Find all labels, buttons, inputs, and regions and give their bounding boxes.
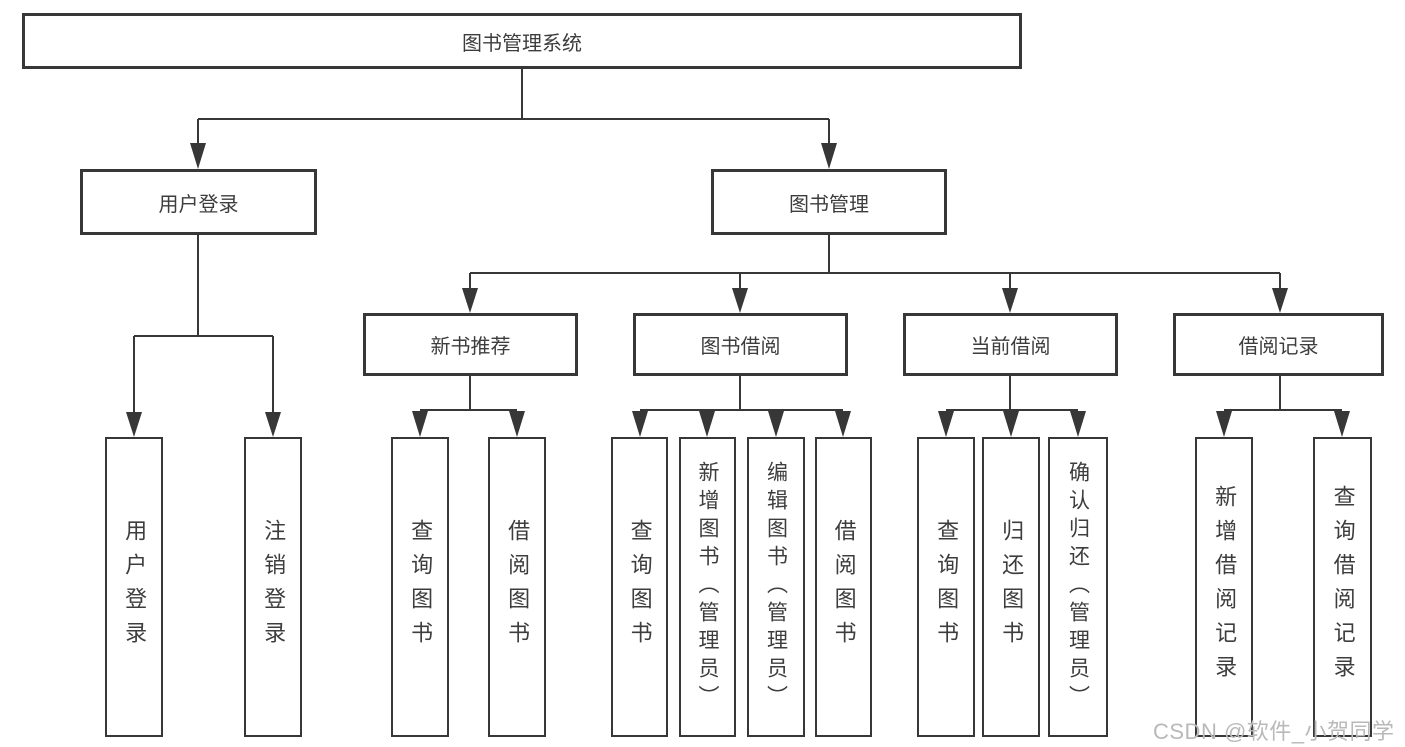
leaf-confirm-return-admin-label: 确认归还（管理员） — [1066, 461, 1090, 713]
node-current-borrowing: 当前借阅 — [903, 313, 1118, 376]
leaf-add-borrow-record-label: 新增借阅记录 — [1212, 485, 1238, 689]
leaf-edit-books-admin: 编辑图书（管理员） — [747, 437, 805, 737]
leaf-query-books-borrow: 查询图书 — [611, 437, 668, 737]
node-borrowing-records-label: 借阅记录 — [1238, 336, 1319, 358]
leaf-user-login: 用户登录 — [105, 437, 163, 737]
node-user-login-label: 用户登录 — [158, 193, 239, 216]
leaf-confirm-return-admin: 确认归还（管理员） — [1048, 437, 1108, 737]
node-new-book-recommendation-label: 新书推荐 — [430, 336, 511, 358]
node-new-book-recommendation: 新书推荐 — [363, 313, 578, 376]
leaf-query-borrow-record: 查询借阅记录 — [1313, 437, 1372, 737]
leaf-edit-books-admin-label: 编辑图书（管理员） — [764, 461, 788, 713]
node-book-borrowing-label: 图书借阅 — [700, 336, 781, 358]
leaf-user-login-label: 用户登录 — [122, 519, 148, 655]
node-user-login: 用户登录 — [80, 169, 317, 235]
leaf-query-books-recommend-label: 查询图书 — [408, 519, 434, 655]
node-book-management-label: 图书管理 — [789, 193, 869, 216]
leaf-borrow-books-recommend-label: 借阅图书 — [505, 519, 531, 655]
watermark: CSDN @软件_小贺同学 — [1153, 719, 1395, 744]
connector-paths — [133, 69, 1342, 412]
leaf-query-books-current-label: 查询图书 — [934, 519, 960, 655]
node-book-borrowing: 图书借阅 — [633, 313, 848, 376]
leaf-return-books-label: 归还图书 — [999, 519, 1025, 655]
leaf-add-books-admin-label: 新增图书（管理员） — [696, 461, 720, 713]
leaf-return-books: 归还图书 — [982, 437, 1040, 737]
arrowhead-icons — [126, 143, 1350, 437]
leaf-borrow-books: 借阅图书 — [815, 437, 872, 737]
leaf-borrow-books-recommend: 借阅图书 — [488, 437, 546, 737]
node-library-management-system: 图书管理系统 — [22, 13, 1022, 69]
node-current-borrowing-label: 当前借阅 — [970, 336, 1051, 358]
leaf-borrow-books-label: 借阅图书 — [831, 519, 857, 655]
leaf-add-borrow-record: 新增借阅记录 — [1195, 437, 1253, 737]
leaf-logout-label: 注销登录 — [261, 519, 287, 655]
leaf-logout: 注销登录 — [244, 437, 302, 737]
leaf-query-books-recommend: 查询图书 — [391, 437, 449, 737]
leaf-query-books-current: 查询图书 — [917, 437, 975, 737]
node-book-management: 图书管理 — [711, 169, 947, 235]
leaf-query-books-borrow-label: 查询图书 — [627, 519, 653, 655]
leaf-query-borrow-record-label: 查询借阅记录 — [1330, 485, 1356, 689]
leaf-add-books-admin: 新增图书（管理员） — [679, 437, 736, 737]
node-borrowing-records: 借阅记录 — [1173, 313, 1384, 376]
node-library-management-system-label: 图书管理系统 — [462, 32, 582, 55]
